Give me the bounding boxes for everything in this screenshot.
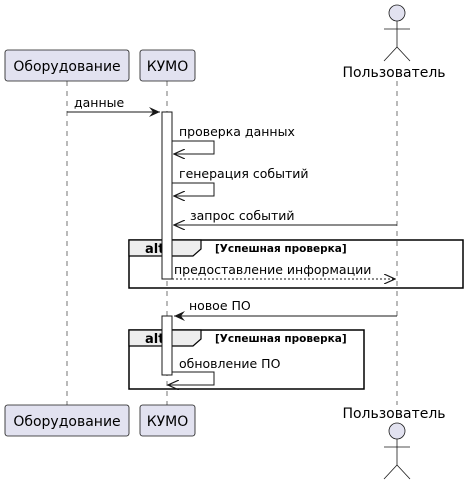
message-provide-info: предоставление информации	[172, 262, 395, 279]
actor-user-bottom: Пользователь	[342, 406, 446, 480]
participant-kumo-bottom: КУМО	[139, 404, 196, 437]
alt-keyword: alt	[145, 332, 164, 347]
participant-label: КУМО	[147, 414, 189, 430]
message-label: обновление ПО	[179, 356, 281, 371]
alt-fragment-2: alt [Успешная проверка]	[128, 329, 365, 390]
message-data: данные	[67, 95, 160, 117]
message-label: новое ПО	[189, 298, 251, 313]
actor-icon	[383, 422, 411, 480]
message-label: проверка данных	[179, 124, 295, 139]
message-check-data: проверка данных	[172, 124, 295, 154]
participant-label: Оборудование	[13, 59, 120, 75]
message-label: запрос событий	[190, 208, 295, 223]
message-label: генерация событий	[179, 166, 308, 181]
message-request-events: запрос событий	[174, 208, 397, 225]
participant-equipment-bottom: Оборудование	[4, 404, 130, 437]
participant-label: КУМО	[147, 59, 189, 75]
actor-icon	[383, 4, 411, 62]
alt-keyword: alt	[145, 242, 164, 257]
message-update-software: обновление ПО	[168, 356, 281, 385]
participant-equipment-top: Оборудование	[4, 49, 130, 82]
activation-bar-kumo-1	[161, 111, 173, 280]
message-generate-events: генерация событий	[172, 166, 308, 196]
participant-label: Пользователь	[342, 406, 445, 422]
participant-label: Пользователь	[342, 65, 445, 81]
message-label: предоставление информации	[174, 262, 371, 277]
activation-bar-kumo-2	[161, 315, 173, 376]
participant-label: Оборудование	[13, 414, 120, 430]
message-label: данные	[74, 95, 125, 110]
alt-guard: [Успешная проверка]	[215, 333, 347, 345]
participant-kumo-top: КУМО	[139, 49, 196, 82]
alt-guard: [Успешная проверка]	[215, 243, 347, 255]
message-new-software: новое ПО	[174, 298, 397, 321]
actor-user-top: Пользователь	[342, 4, 446, 81]
